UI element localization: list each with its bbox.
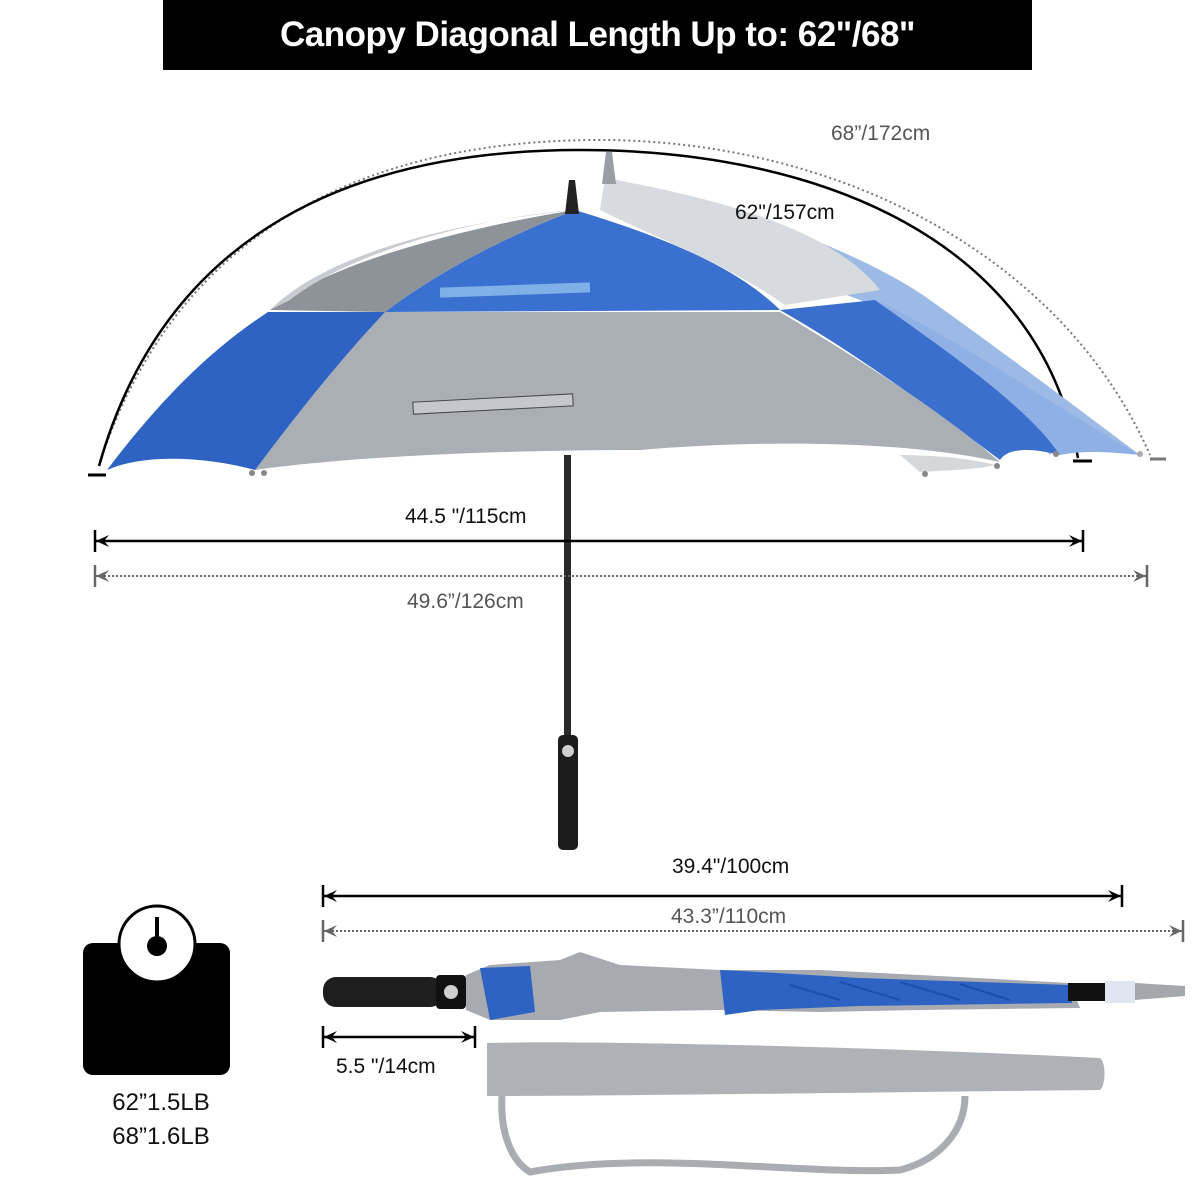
open-umbrella (107, 152, 1143, 477)
weight-68-label: 68”1.6LB (112, 1123, 210, 1150)
handle-length-label: 5.5 "/14cm (336, 1055, 436, 1078)
weight-62-label: 62”1.5LB (112, 1089, 210, 1116)
open-width-small-arrow (93, 530, 1085, 552)
canopy-arc-large (99, 138, 1166, 463)
open-width-small-label: 44.5 "/115cm (405, 505, 527, 528)
canopy-arc-large-label: 68”/172cm (831, 122, 931, 145)
weight-scale-icon (83, 904, 230, 1075)
title-banner: Canopy Diagonal Length Up to: 62"/68" (163, 0, 1032, 70)
umbrella-sleeve (487, 1042, 1105, 1176)
canopy-arc-small (88, 148, 1092, 477)
folded-length-small-arrow (321, 885, 1124, 907)
open-width-large-label: 49.6”/126cm (407, 590, 524, 613)
open-width-large-arrow (93, 565, 1149, 587)
folded-umbrella (323, 952, 1185, 1020)
handle-length-arrow (321, 1026, 477, 1048)
folded-length-large-label: 43.3”/110cm (671, 905, 787, 928)
folded-length-small-label: 39.4"/100cm (672, 855, 790, 878)
canopy-arc-small-label: 62"/157cm (735, 201, 835, 224)
title-text: Canopy Diagonal Length Up to: 62"/68" (279, 15, 916, 54)
umbrella-shaft (558, 455, 578, 850)
folded-length-large-arrow (321, 920, 1185, 942)
